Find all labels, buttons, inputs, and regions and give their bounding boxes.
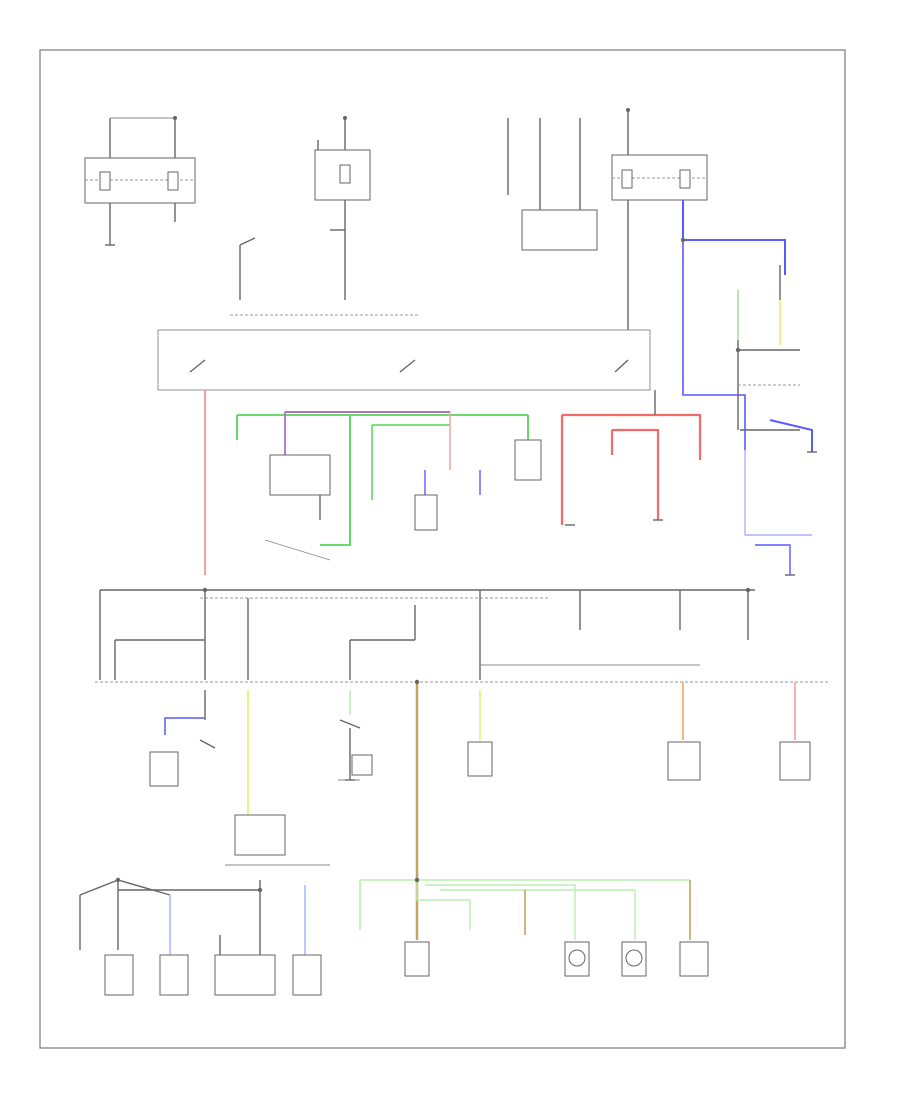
blue-wire-top (682, 200, 786, 275)
splice-dots (115, 108, 751, 893)
blue-wire-lower (755, 544, 791, 575)
green-wire-drop (320, 415, 351, 546)
left-relay-block (84, 117, 196, 245)
ground-symbols (105, 244, 817, 781)
generator-block (507, 118, 598, 251)
component-mid-left (269, 454, 331, 496)
right-top-relay (611, 110, 708, 330)
ignition-switch-box (157, 329, 651, 391)
blue-wire-ground (769, 419, 813, 452)
bottom-components (104, 941, 709, 996)
red-wire-bus (562, 413, 702, 460)
component-mid-2 (514, 439, 542, 481)
component-mid-1 (414, 494, 438, 531)
light-blue-wire (744, 450, 812, 536)
middle-top-relay (230, 118, 420, 316)
blue-wire-right-drop (682, 240, 746, 450)
right-side-switch (737, 265, 800, 431)
red-wire-right (612, 428, 660, 520)
blue-wire-left (164, 717, 205, 735)
diagram-border (39, 49, 846, 1049)
component-switch-mid (351, 754, 373, 776)
ignition-switch-contacts (189, 359, 629, 373)
